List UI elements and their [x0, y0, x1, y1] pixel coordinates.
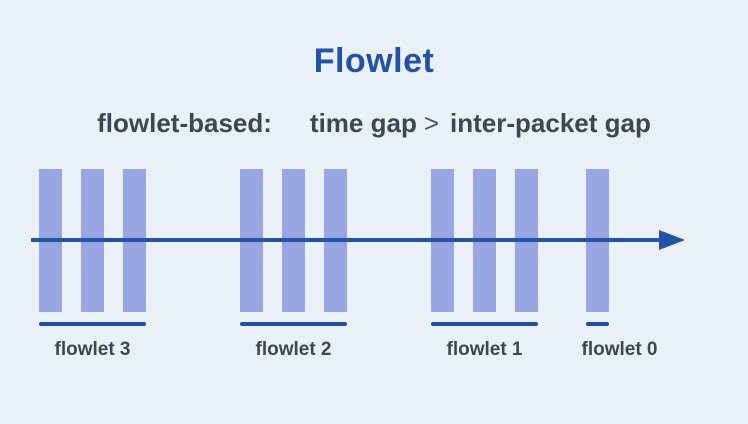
- greater-than-symbol: >: [423, 108, 440, 138]
- flowlet-label: flowlet 3: [54, 339, 131, 360]
- flowlet-underline: [586, 322, 609, 326]
- flowlet-underline: [431, 322, 538, 326]
- flowlet-underline: [39, 322, 146, 326]
- time-axis-arrowhead-icon: [659, 230, 685, 250]
- flowlet-label: flowlet 1: [446, 339, 523, 360]
- flowlet-label: flowlet 2: [255, 339, 332, 360]
- flowlet-label: flowlet 0: [581, 339, 658, 360]
- subtitle: flowlet-based: time gap> inter-packet gap: [0, 108, 748, 139]
- subtitle-condition-label: flowlet-based:: [97, 108, 272, 138]
- flowlet-underline: [240, 322, 347, 326]
- page-title: Flowlet: [313, 42, 435, 80]
- time-axis-line: [31, 238, 660, 242]
- subtitle-term-time-gap: time gap: [309, 108, 417, 138]
- subtitle-term-inter-packet-gap: inter-packet gap: [450, 108, 651, 138]
